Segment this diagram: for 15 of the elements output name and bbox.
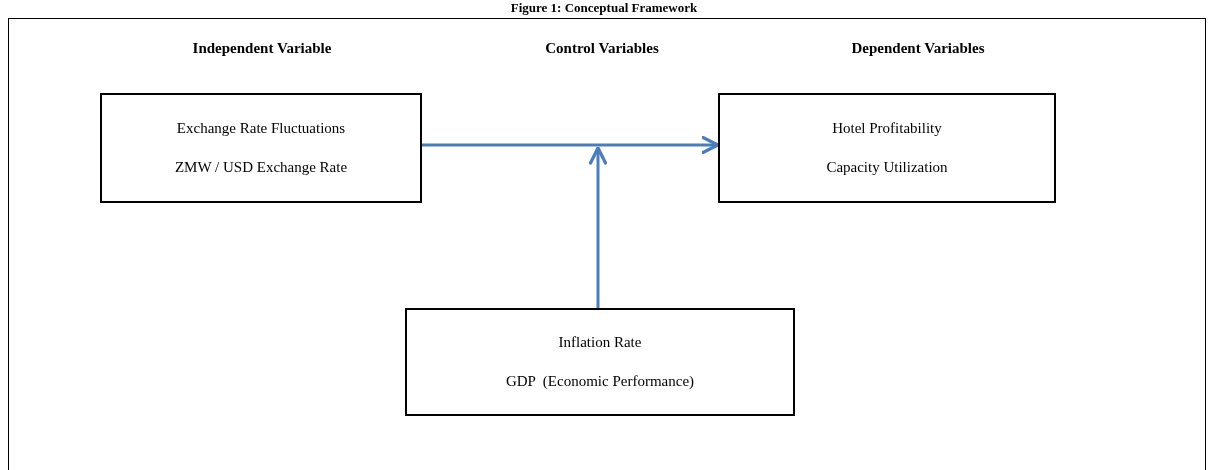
- column-heading: Control Variables: [545, 40, 659, 57]
- figure-title: Figure 1: Conceptual Framework: [509, 0, 699, 16]
- box-text: ZMW / USD Exchange Rate: [174, 159, 348, 176]
- variable-box: [100, 93, 422, 203]
- box-text: GDP (Economic Performance): [505, 373, 695, 390]
- arrow: [422, 135, 720, 155]
- box-text: Exchange Rate Fluctuations: [176, 120, 346, 137]
- variable-box: [405, 308, 795, 416]
- box-text: Inflation Rate: [558, 334, 642, 351]
- column-heading: Independent Variable: [192, 40, 332, 57]
- arrow: [588, 146, 608, 308]
- box-text: Capacity Utilization: [826, 159, 948, 176]
- box-text: Hotel Profitability: [832, 120, 942, 137]
- column-heading: Dependent Variables: [851, 40, 985, 57]
- variable-box: [718, 93, 1056, 203]
